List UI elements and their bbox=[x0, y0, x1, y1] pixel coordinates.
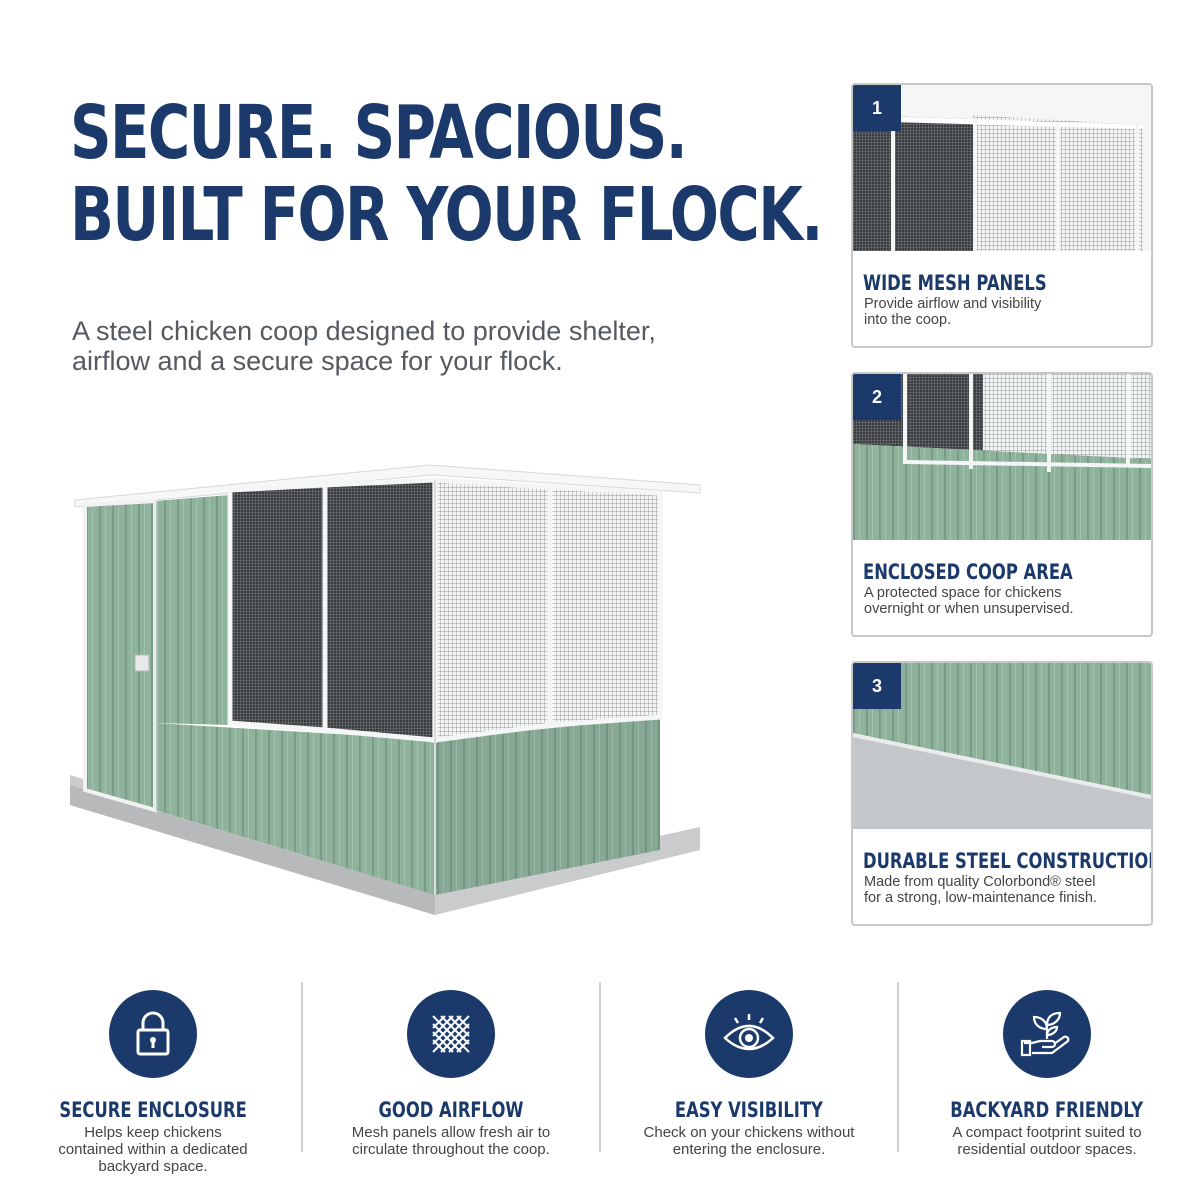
feature-divider bbox=[301, 982, 303, 1152]
feature-title: BACKYARD FRIENDLY bbox=[950, 1098, 1144, 1122]
padlock-icon bbox=[109, 990, 197, 1078]
feature-card-1: 1 WIDE MESH PANELS Provide airflow and v… bbox=[851, 83, 1153, 348]
feature-card-2: 2 ENCLOSED COOP AREA A protected space f… bbox=[851, 372, 1153, 637]
card-title: DURABLE STEEL CONSTRUCTION bbox=[863, 849, 1153, 873]
feature-card-3: 3 DURABLE STEEL CONSTRUCTION Made from q… bbox=[851, 661, 1153, 926]
card-description: A protected space for chickens overnight… bbox=[864, 585, 1144, 617]
headline-line-2: BUILT FOR YOUR FLOCK. bbox=[70, 172, 823, 258]
feature-good-airflow: GOOD AIRFLOW Mesh panels allow fresh air… bbox=[302, 990, 600, 1158]
card-description-line-2: overnight or when unsupervised. bbox=[864, 601, 1074, 617]
mesh-icon bbox=[407, 990, 495, 1078]
card-description-line-2: for a strong, low-maintenance finish. bbox=[864, 890, 1097, 906]
steel-construction-photo bbox=[853, 663, 1151, 829]
feature-divider bbox=[599, 982, 601, 1152]
feature-divider bbox=[897, 982, 899, 1152]
feature-title: SECURE ENCLOSURE bbox=[59, 1098, 247, 1122]
card-description-line-1: Made from quality Colorbond® steel bbox=[864, 874, 1096, 890]
card-description: Made from quality Colorbond® steel for a… bbox=[864, 874, 1144, 906]
mesh-panels-photo bbox=[853, 85, 1151, 251]
card-description: Provide airflow and visibility into the … bbox=[864, 296, 1144, 328]
feature-description-line-2: contained within a dedicated bbox=[58, 1141, 248, 1158]
feature-description-line-1: Mesh panels allow fresh air to bbox=[351, 1124, 551, 1141]
feature-description-line-1: Helps keep chickens bbox=[84, 1124, 222, 1141]
feature-description: Mesh panels allow fresh air to circulate… bbox=[326, 1124, 576, 1158]
feature-title: GOOD AIRFLOW bbox=[378, 1098, 524, 1122]
feature-description-line-2: entering the enclosure. bbox=[672, 1141, 826, 1158]
eye-icon bbox=[705, 990, 793, 1078]
headline: SECURE. SPACIOUS. BUILT FOR YOUR FLOCK. bbox=[70, 90, 823, 258]
card-title: WIDE MESH PANELS bbox=[863, 271, 1047, 295]
plant-in-hand-icon bbox=[1003, 990, 1091, 1078]
card-number-badge: 1 bbox=[853, 85, 901, 131]
card-description-line-2: into the coop. bbox=[864, 312, 952, 328]
feature-description: Check on your chickens without entering … bbox=[624, 1124, 874, 1158]
card-number-badge: 2 bbox=[853, 374, 901, 420]
card-description-line-1: A protected space for chickens bbox=[864, 585, 1062, 601]
feature-description: A compact footprint suited to residentia… bbox=[922, 1124, 1172, 1158]
subheadline-line-2: airflow and a secure space for your floc… bbox=[72, 346, 563, 376]
feature-description: Helps keep chickens contained within a d… bbox=[28, 1124, 278, 1175]
chicken-coop-illustration bbox=[60, 455, 720, 935]
feature-description-line-2: circulate throughout the coop. bbox=[352, 1141, 550, 1158]
feature-title: EASY VISIBILITY bbox=[674, 1098, 824, 1122]
feature-description-line-1: A compact footprint suited to bbox=[952, 1124, 1142, 1141]
feature-description-line-3: backyard space. bbox=[98, 1158, 208, 1175]
feature-description-line-1: Check on your chickens without bbox=[643, 1124, 855, 1141]
headline-line-1: SECURE. SPACIOUS. bbox=[70, 90, 688, 176]
subheadline-line-1: A steel chicken coop designed to provide… bbox=[72, 316, 656, 346]
feature-description-line-2: residential outdoor spaces. bbox=[957, 1141, 1137, 1158]
card-number-badge: 3 bbox=[853, 663, 901, 709]
chicken-coop-drawing bbox=[70, 464, 701, 915]
feature-backyard-friendly: BACKYARD FRIENDLY A compact footprint su… bbox=[898, 990, 1196, 1158]
card-title: ENCLOSED COOP AREA bbox=[863, 560, 1073, 584]
feature-secure-enclosure: SECURE ENCLOSURE Helps keep chickens con… bbox=[4, 990, 302, 1175]
subheadline: A steel chicken coop designed to provide… bbox=[72, 316, 792, 376]
enclosed-coop-photo bbox=[853, 374, 1151, 540]
card-description-line-1: Provide airflow and visibility bbox=[864, 296, 1042, 312]
feature-easy-visibility: EASY VISIBILITY Check on your chickens w… bbox=[600, 990, 898, 1158]
